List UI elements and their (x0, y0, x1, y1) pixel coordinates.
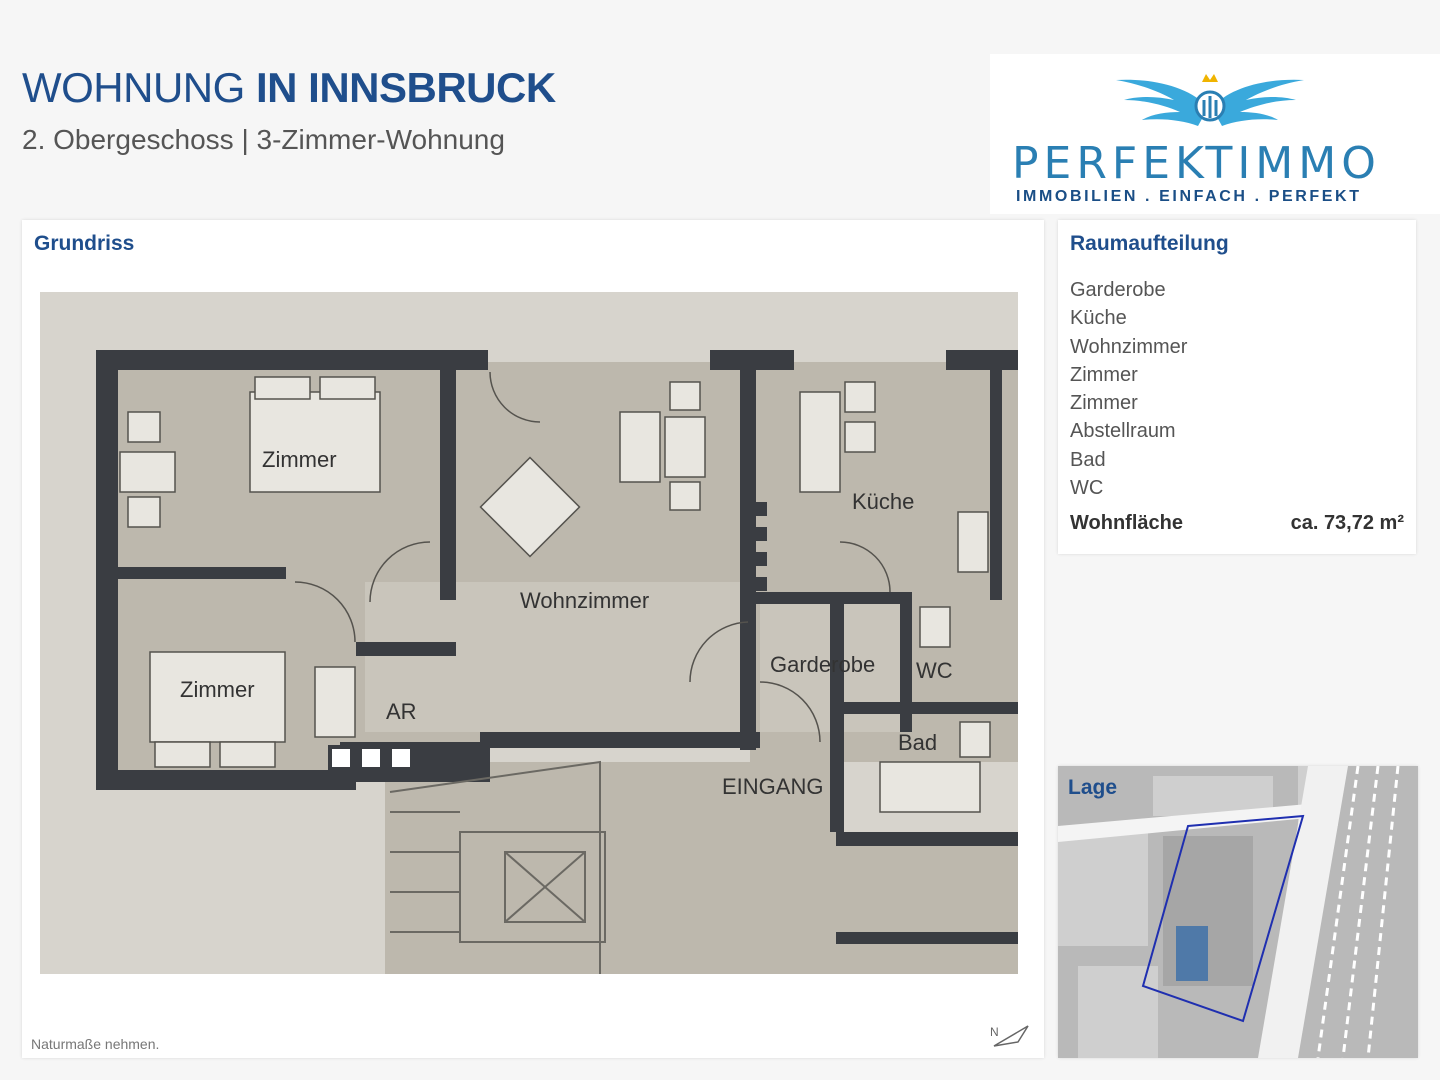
floorplan-title: Grundriss (34, 232, 135, 255)
svg-text:N: N (990, 1025, 999, 1039)
area-value: ca. 73,72 m² (1290, 512, 1404, 534)
room-label-garderobe: Garderobe (770, 652, 875, 677)
area-label: Wohnfläche (1070, 512, 1183, 534)
room-label-wohnzimmer: Wohnzimmer (520, 588, 649, 613)
room-label-zimmer-1: Zimmer (262, 447, 337, 472)
winged-crown-logo-icon (1116, 74, 1304, 126)
list-item: Garderobe (1070, 279, 1166, 301)
list-item: Küche (1070, 307, 1127, 330)
logo-name: PERFEKTIMMO (1012, 138, 1381, 189)
room-label-kueche: Küche (852, 489, 914, 514)
list-item: Bad (1070, 448, 1106, 471)
rooms-panel: Raumaufteilung Garderobe Küche Wohnzimme… (1058, 220, 1416, 554)
rooms-title: Raumaufteilung (1070, 232, 1229, 255)
floorplan-note: Naturmaße nehmen. (31, 1036, 160, 1052)
floorplan-panel: Grundriss (22, 220, 1044, 1058)
room-list: Garderobe Küche Wohnzimmer Zimmer Zimmer… (1070, 276, 1187, 502)
room-label-bad: Bad (898, 730, 937, 755)
page-title: WOHNUNG IN INNSBRUCK (22, 64, 556, 112)
north-arrow-icon: N (990, 1025, 1029, 1047)
company-logo: PERFEKTIMMO IMMOBILIEN . EINFACH . PERFE… (990, 54, 1440, 214)
room-label-eingang: EINGANG (722, 774, 823, 799)
list-item: Zimmer (1070, 363, 1138, 386)
logo-tagline: IMMOBILIEN . EINFACH . PERFEKT (1016, 188, 1362, 205)
page-subtitle: 2. Obergeschoss | 3-Zimmer-Wohnung (22, 124, 505, 155)
title-regular: WOHNUNG (22, 64, 245, 111)
location-map-panel: Lage (1058, 766, 1418, 1058)
map-title: Lage (1068, 776, 1118, 799)
floorplan-drawing: Zimmer Zimmer Wohnzimmer Küche Garderobe… (40, 292, 1018, 974)
title-bold: IN INNSBRUCK (255, 64, 556, 111)
room-label-ar: AR (386, 699, 417, 724)
list-item: WC (1070, 477, 1104, 500)
list-item: Zimmer (1070, 392, 1138, 415)
room-label-wc: WC (916, 658, 953, 683)
list-item: Abstellraum (1070, 420, 1176, 443)
location-map (1058, 766, 1418, 1058)
room-label-zimmer-2: Zimmer (180, 677, 255, 702)
list-item: Wohnzimmer (1070, 335, 1188, 358)
